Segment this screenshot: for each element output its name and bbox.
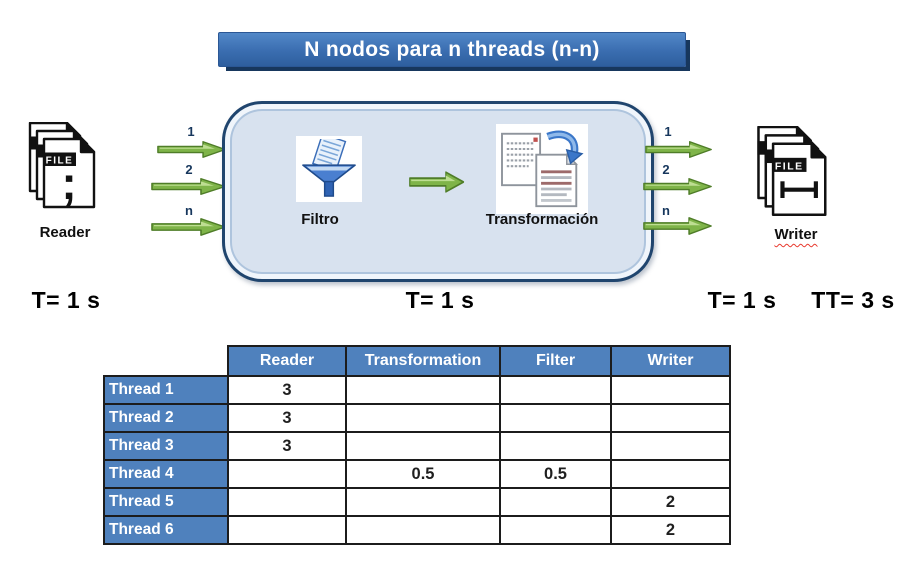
in-arrow-2-label: 2 bbox=[185, 162, 193, 177]
row-header-thread-6: Thread 6 bbox=[103, 515, 229, 545]
timing-cell: 2 bbox=[610, 487, 731, 517]
flow-arrow-icon bbox=[151, 218, 226, 236]
writer-label-text: Writer bbox=[774, 226, 818, 243]
timing-cell bbox=[610, 459, 731, 489]
timing-total: TT= 3 s bbox=[811, 287, 895, 313]
table-row: Thread 3 3 bbox=[103, 431, 731, 461]
timing-writer: T= 1 s bbox=[707, 287, 777, 313]
timing-cell: 0.5 bbox=[345, 459, 501, 489]
out-arrow-n-label: n bbox=[662, 203, 670, 218]
table-row: Thread 4 0.5 0.5 bbox=[103, 459, 731, 489]
timing-pipeline: T= 1 s bbox=[405, 287, 475, 313]
timing-cell: 3 bbox=[227, 431, 347, 461]
timing-cell bbox=[227, 459, 347, 489]
col-header-transformation: Transformation bbox=[345, 345, 501, 377]
timing-cell bbox=[345, 403, 501, 433]
document-transform-icon bbox=[501, 130, 584, 208]
timing-cell bbox=[345, 375, 501, 405]
col-header-writer: Writer bbox=[610, 345, 731, 377]
reader-files-icon: FILE ; bbox=[28, 122, 96, 209]
row-header-thread-1: Thread 1 bbox=[103, 375, 229, 405]
row-header-thread-4: Thread 4 bbox=[103, 459, 229, 489]
timing-cell: 0.5 bbox=[499, 459, 612, 489]
flow-arrow-icon bbox=[409, 171, 465, 193]
flow-arrow-icon bbox=[645, 141, 712, 158]
table-row: Thread 5 2 bbox=[103, 487, 731, 517]
reader-label: Reader bbox=[39, 224, 91, 241]
ibeam-symbol bbox=[780, 181, 818, 198]
timing-cell bbox=[345, 515, 501, 545]
timing-cell bbox=[227, 515, 347, 545]
row-header-thread-3: Thread 3 bbox=[103, 431, 229, 461]
timing-cell bbox=[345, 487, 501, 517]
filter-node-box bbox=[296, 136, 362, 202]
writer-label: Writer bbox=[753, 226, 839, 243]
timing-cell bbox=[610, 403, 731, 433]
transform-label: Transformación bbox=[485, 211, 599, 228]
table-row: Thread 1 3 bbox=[103, 375, 731, 405]
in-arrow-n-label: n bbox=[185, 203, 193, 218]
flow-arrow-icon bbox=[643, 217, 712, 235]
slide-title: N nodos para n threads (n-n) bbox=[304, 37, 600, 61]
file-badge-text: FILE bbox=[46, 156, 74, 167]
row-header-thread-5: Thread 5 bbox=[103, 487, 229, 517]
title-banner: N nodos para n threads (n-n) bbox=[218, 32, 686, 67]
file-badge-text: FILE bbox=[775, 161, 804, 172]
timing-cell: 3 bbox=[227, 403, 347, 433]
timing-cell bbox=[499, 375, 612, 405]
flow-arrow-icon bbox=[643, 178, 712, 195]
timing-cell bbox=[227, 487, 347, 517]
reader-file-symbol: ; bbox=[61, 157, 76, 209]
table-row: Thread 2 3 bbox=[103, 403, 731, 433]
timing-cell bbox=[499, 431, 612, 461]
timing-cell bbox=[499, 403, 612, 433]
timing-cell: 3 bbox=[227, 375, 347, 405]
corner-cell bbox=[104, 346, 228, 376]
out-arrow-1-label: 1 bbox=[664, 124, 672, 139]
timing-cell bbox=[345, 431, 501, 461]
flow-arrow-icon bbox=[157, 141, 226, 158]
table-header-row: Reader Transformation Filter Writer bbox=[104, 345, 731, 377]
timing-cell bbox=[610, 431, 731, 461]
timing-reader: T= 1 s bbox=[31, 287, 101, 313]
transform-node-box bbox=[496, 124, 588, 214]
timing-cell: 2 bbox=[610, 515, 731, 545]
filter-label: Filtro bbox=[301, 211, 339, 228]
timing-cell bbox=[499, 487, 612, 517]
writer-files-icon: FILE bbox=[757, 126, 827, 216]
table-row: Thread 6 2 bbox=[103, 515, 731, 545]
timing-cell bbox=[610, 375, 731, 405]
thread-timing-table: Reader Transformation Filter Writer Thre… bbox=[103, 345, 731, 545]
out-arrow-2-label: 2 bbox=[662, 162, 670, 177]
timing-cell bbox=[499, 515, 612, 545]
flow-arrow-icon bbox=[151, 178, 226, 195]
in-arrow-1-label: 1 bbox=[187, 124, 195, 139]
col-header-reader: Reader bbox=[227, 345, 347, 377]
col-header-filter: Filter bbox=[499, 345, 612, 377]
row-header-thread-2: Thread 2 bbox=[103, 403, 229, 433]
funnel-icon bbox=[302, 139, 356, 197]
